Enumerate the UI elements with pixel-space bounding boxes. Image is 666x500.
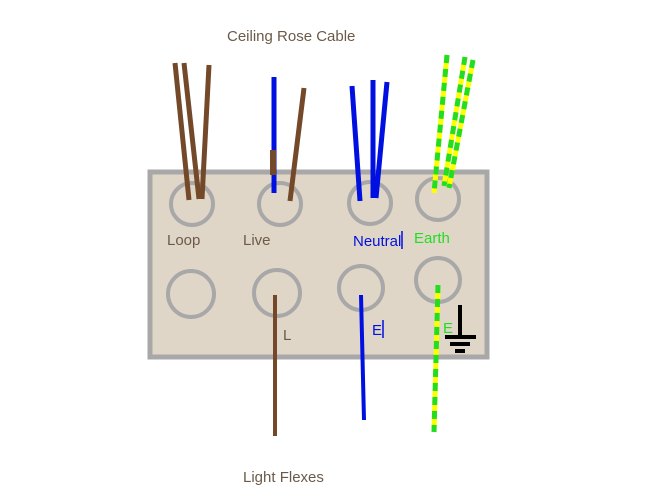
loop-wire-2 bbox=[181, 62, 202, 200]
terminal-loop bbox=[169, 181, 215, 227]
live-brown-wire bbox=[287, 87, 307, 202]
neutral-wire-1 bbox=[349, 85, 363, 202]
label-e-neutral: E bbox=[372, 322, 382, 339]
flex-earth-wire bbox=[431, 284, 441, 433]
terminal-spare bbox=[166, 269, 216, 319]
neutral-wire-3 bbox=[373, 81, 390, 199]
earth-symbol-icon bbox=[445, 305, 476, 353]
terminal-neutral bbox=[347, 180, 393, 226]
earth-wires bbox=[431, 54, 476, 194]
terminal-live bbox=[257, 181, 303, 227]
label-live: Live bbox=[243, 232, 271, 249]
flex-neutral-wire bbox=[359, 294, 366, 421]
label-l: L bbox=[283, 327, 291, 344]
label-e-earth: E bbox=[443, 320, 453, 337]
terminal-block bbox=[147, 169, 490, 360]
label-loop: Loop bbox=[167, 232, 200, 249]
label-earth: Earth bbox=[414, 230, 450, 247]
diagram-title: Ceiling Rose Cable bbox=[227, 28, 355, 45]
loop-wire-1 bbox=[172, 62, 192, 201]
footer-label: Light Flexes bbox=[243, 469, 324, 486]
loop-wire-3 bbox=[199, 64, 212, 200]
terminal-earth bbox=[415, 176, 461, 222]
label-neutral: Neutral bbox=[353, 233, 401, 250]
